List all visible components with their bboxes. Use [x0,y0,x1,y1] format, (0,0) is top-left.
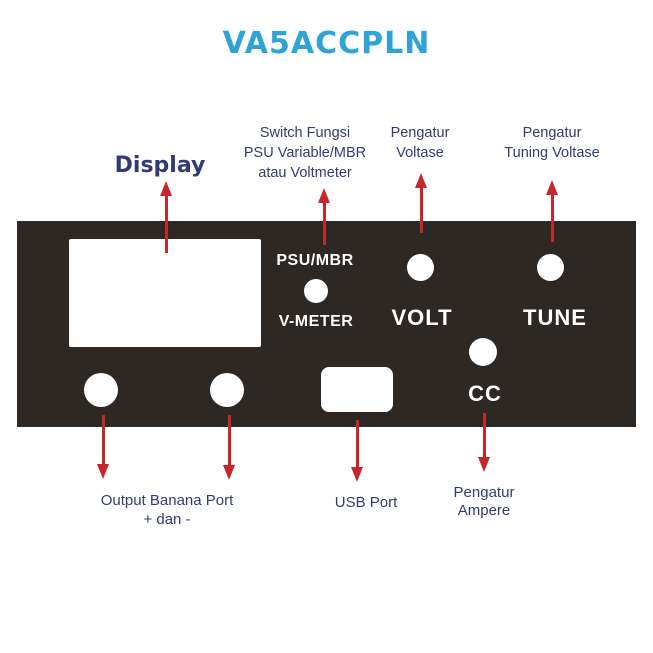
pengatur-ampere-line1: Pengatur [453,484,515,501]
pengatur-voltase-label: Pengatur Voltase [391,123,450,163]
mode-switch-button [304,279,328,303]
pengatur-tuning-arrowhead-icon [546,180,558,195]
pengatur-ampere-arrow [477,413,491,472]
usb-port [321,367,393,412]
pengatur-voltase-arrow [414,173,428,233]
psu-mbr-label: PSU/MBR [276,252,354,269]
pengatur-voltase-line1: Pengatur [390,125,450,141]
display-arrowhead-icon [160,181,172,196]
page-title: VA5ACCPLN [222,26,431,61]
tune-knob [537,254,564,281]
usb-port-label: USB Port [334,494,398,511]
pengatur-ampere-label: Pengatur Ampere [454,484,515,520]
output-banana-line2: + dan - [143,511,191,528]
usb-arrowhead-icon [351,467,363,482]
banana-port-positive [84,373,118,407]
pengatur-tuning-line1: Pengatur [522,125,582,141]
switch-function-line3: atau Voltmeter [258,165,352,181]
display-arrow [159,181,173,253]
pengatur-tuning-line2: Tuning Voltase [504,145,600,161]
pengatur-ampere-line2: Ampere [457,502,511,519]
switch-function-arrowhead-icon [318,188,330,203]
v-meter-label: V-METER [278,313,354,330]
switch-function-line1: Switch Fungsi [259,125,351,141]
pengatur-ampere-arrowhead-icon [478,457,490,472]
display-screen [69,239,261,347]
pengatur-voltase-line2: Voltase [396,145,444,161]
tune-label: TUNE [523,305,587,330]
banana-port-negative [210,373,244,407]
pengatur-tuning-label: Pengatur Tuning Voltase [504,123,599,163]
switch-function-label: Switch Fungsi PSU Variable/MBR atau Volt… [244,123,366,183]
pengatur-tuning-arrow [545,180,559,242]
display-label: Display [114,153,206,178]
volt-label: VOLT [391,305,453,330]
banana-negative-arrowhead-icon [223,465,235,480]
switch-function-arrow [317,188,331,245]
output-banana-label: Output Banana Port + dan - [101,491,234,529]
banana-negative-arrow [222,415,236,480]
cc-label: CC [468,381,502,406]
pengatur-voltase-arrowhead-icon [415,173,427,188]
banana-positive-arrow [96,415,110,479]
volt-knob [407,254,434,281]
switch-function-line2: PSU Variable/MBR [243,145,367,161]
banana-positive-arrowhead-icon [97,464,109,479]
cc-knob [469,338,497,366]
faceplate-panel: PSU/MBR V-METER VOLT TUNE CC [17,221,636,427]
output-banana-line1: Output Banana Port [100,492,234,509]
usb-arrow [350,420,364,482]
